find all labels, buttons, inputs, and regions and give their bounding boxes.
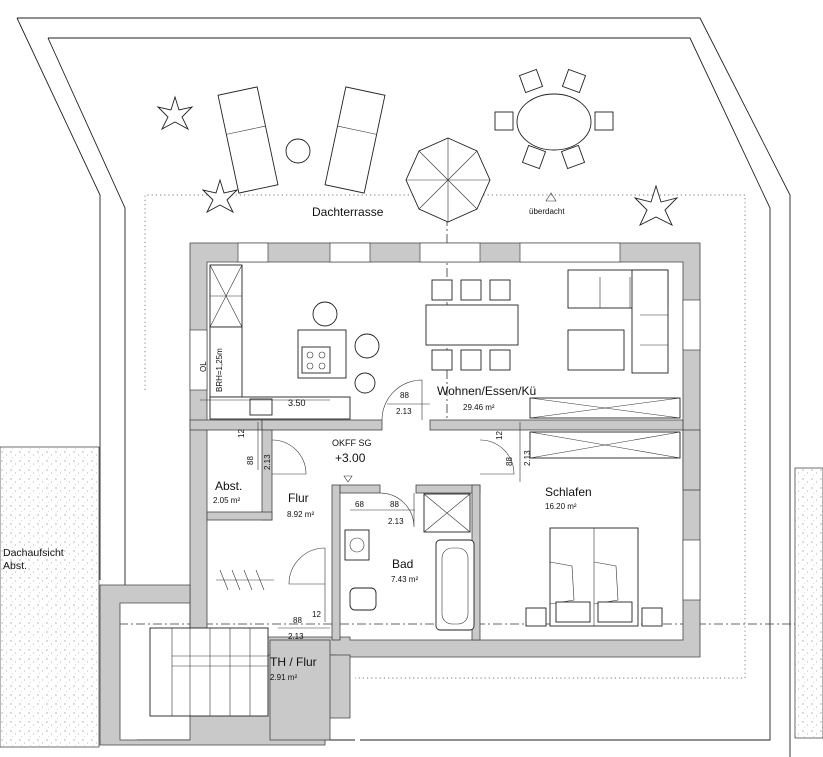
terrace-label: Dachterrasse xyxy=(312,205,384,219)
window-sill-height: BRH=1,25m xyxy=(215,348,224,392)
door-storage-width: 88 xyxy=(246,456,255,465)
door-storage-thickness: 12 xyxy=(237,429,246,438)
dimension-lines xyxy=(200,399,521,629)
kitchen-length: 3.50 xyxy=(288,398,306,408)
terrace-furniture xyxy=(156,68,679,226)
door-living-width: 88 xyxy=(400,391,409,400)
door-bed-thickness: 12 xyxy=(495,431,504,440)
bath-name: Bad xyxy=(392,557,413,571)
door-stair-height: 2.13 xyxy=(288,632,304,641)
sink-icon xyxy=(344,529,370,561)
side-table-icon xyxy=(285,138,311,164)
kitchen-ol: OL xyxy=(199,361,208,372)
hall-area: 8.92 m² xyxy=(287,510,314,519)
wardrobe-icon xyxy=(529,397,681,459)
roof-view-left xyxy=(0,446,100,748)
door-bath-width-1: 68 xyxy=(355,500,364,509)
cooktop-icon xyxy=(301,346,331,374)
door-bath-height: 2.13 xyxy=(388,517,404,526)
covered-label: überdacht xyxy=(529,207,565,216)
windows xyxy=(189,242,701,601)
dining-table-outdoor-icon xyxy=(494,68,614,170)
door-living-height: 2.13 xyxy=(396,407,412,416)
level-marker-icon xyxy=(343,475,353,483)
door-bath-width-2: 88 xyxy=(390,500,399,509)
parasol-icon xyxy=(405,137,491,223)
stair-icon xyxy=(149,569,274,717)
toilet-icon xyxy=(349,587,377,611)
terrace-boundary xyxy=(144,194,746,679)
roof-view-label-2: Abst. xyxy=(3,560,27,572)
bathtub-icon xyxy=(435,539,475,631)
bedroom-name: Schlafen xyxy=(545,485,592,499)
door-bed-height: 2.13 xyxy=(523,450,532,466)
stair-hall-name: TH / Flur xyxy=(270,655,317,669)
level-label: OKFF SG xyxy=(332,438,372,448)
plant-icon xyxy=(633,184,679,226)
living-room-name: Wohnen/Essen/Kü xyxy=(437,384,536,398)
door-storage-height: 2.13 xyxy=(263,454,272,470)
stool-icon xyxy=(354,372,376,394)
bedroom-area: 16.20 m² xyxy=(545,502,577,511)
dining-set-icon xyxy=(425,279,519,371)
storage-name: Abst. xyxy=(215,479,242,493)
sofa-icon xyxy=(567,269,669,374)
stair-hall-area: 2.91 m² xyxy=(270,673,297,682)
triangle-marker-icon xyxy=(545,192,557,202)
plant-icon xyxy=(156,95,194,131)
level-value: +3.00 xyxy=(335,451,366,465)
stool-icon xyxy=(354,333,380,359)
bath-fixtures xyxy=(344,493,475,631)
living-room-area: 29.46 m² xyxy=(463,403,495,412)
kitchen xyxy=(209,264,380,420)
roof-view-label-1: Dachaufsicht xyxy=(3,547,64,559)
door-stair-thickness: 12 xyxy=(312,610,321,619)
roof-view-right xyxy=(794,467,823,739)
door-bed-width: 88 xyxy=(505,457,514,466)
plant-icon xyxy=(201,178,239,214)
door-swings xyxy=(271,379,515,622)
storage-area: 2.05 m² xyxy=(213,496,240,505)
sun-lounger-left-icon xyxy=(217,86,279,194)
labels: Dachterrasse überdacht Wohnen/Essen/Kü 2… xyxy=(3,205,592,682)
sun-lounger-right-icon xyxy=(324,86,386,194)
stool-icon xyxy=(312,301,338,327)
door-stair-width: 88 xyxy=(293,616,302,625)
bath-area: 7.43 m² xyxy=(391,575,418,584)
double-bed-icon xyxy=(525,527,663,627)
hall-name: Flur xyxy=(288,491,309,505)
